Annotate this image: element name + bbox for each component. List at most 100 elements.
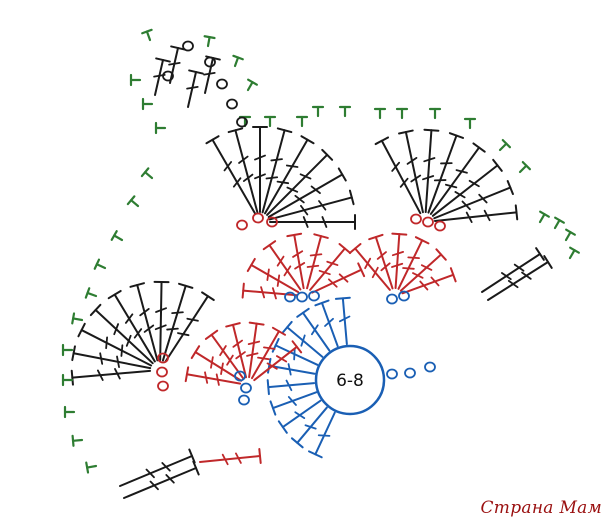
round-2-stitch [184, 366, 242, 386]
round-3-stitch [89, 303, 154, 365]
chain-stitch [238, 394, 250, 406]
chain-stitch [156, 366, 168, 378]
round-2-stitch [401, 267, 457, 295]
round-3-stitch [267, 167, 347, 218]
round-3-stitch [398, 129, 424, 214]
round-2-stitch [190, 345, 243, 382]
round-3-stitch [252, 126, 268, 213]
round-2-stitch [399, 248, 447, 292]
round-2-stitch [251, 326, 287, 380]
round-3-stitch [153, 280, 170, 362]
arm-stitch [119, 448, 196, 487]
chain-stitch [386, 293, 398, 305]
round-2-stitch [241, 282, 299, 300]
chain-stitch [216, 78, 228, 90]
round-1-stitch [269, 391, 318, 416]
chain-stitch [434, 220, 446, 232]
edge-stitch [246, 78, 258, 92]
edge-stitch [126, 195, 140, 208]
chain-stitch [157, 352, 169, 364]
chain-stitch [296, 291, 308, 303]
round-1-stitch [281, 320, 324, 358]
round-2-stitch [253, 340, 303, 382]
edge-stitch [71, 312, 84, 325]
round-3-stitch [431, 158, 503, 217]
round-1-stitch [277, 399, 322, 434]
round-3-stitch [433, 180, 514, 220]
round-2-stitch [309, 243, 352, 291]
edge-stitch [85, 461, 98, 474]
edge-stitch [463, 117, 477, 130]
edge-stitch [140, 167, 154, 180]
edge-stitch [203, 35, 216, 48]
edge-stitch [263, 115, 277, 128]
edge-stitch [428, 107, 442, 120]
chain-stitch [204, 56, 216, 68]
round-3-stitch [71, 345, 152, 370]
edge-stitch [84, 287, 98, 299]
round-3-stitches [70, 45, 553, 499]
chain-stitch [266, 216, 278, 228]
edge-stitch [538, 210, 550, 224]
chain-stitch [182, 40, 194, 52]
panel-stitch [168, 45, 186, 84]
round-1-stitches [266, 296, 351, 459]
round-2-stitch [348, 243, 391, 291]
edge-stitch [568, 246, 580, 260]
round-1-stitch [314, 299, 339, 348]
chain-stitch [236, 116, 248, 128]
round-3-stitch [427, 132, 465, 214]
chain-stitch [404, 367, 416, 379]
edge-stitch [395, 107, 409, 120]
chain-stitch [398, 290, 410, 302]
edge-stitch [154, 121, 167, 135]
round-3-stitch [205, 135, 256, 215]
edge-stitch [232, 54, 244, 68]
round-2-stitches [184, 232, 457, 466]
round-3-stitch [268, 189, 355, 221]
edge-stitch [498, 139, 511, 152]
panel-stitch [203, 55, 221, 94]
edge-stitch [338, 105, 352, 118]
edge-stitch [93, 258, 107, 270]
chain-stitch [252, 212, 264, 224]
round-2-stitch [262, 240, 302, 291]
edge-stitch [63, 405, 76, 419]
round-2-stitch [311, 262, 366, 294]
edge-stitch [110, 230, 124, 242]
chain-stitch [308, 290, 320, 302]
chain-loops [156, 40, 446, 406]
round-2-stitch [199, 448, 262, 466]
edge-stitch [518, 161, 531, 174]
round-3-stitch [161, 282, 194, 362]
arm-stitch [487, 255, 553, 301]
round-1-stitch [334, 296, 351, 346]
edge-stitch [564, 228, 576, 242]
round-2-stitch [397, 236, 430, 290]
chain-stitch [234, 370, 246, 382]
round-3-stitch [433, 204, 519, 224]
round-2-stitch [391, 232, 408, 290]
arm-stitch [123, 460, 200, 499]
edge-stitch [129, 73, 142, 87]
round-3-stitch [374, 136, 422, 215]
round-3-stitch [429, 142, 486, 215]
chain-stitch [284, 291, 296, 303]
round-3-stitch [77, 322, 153, 367]
edge-stitch [553, 216, 565, 230]
round-3-stitch [261, 127, 293, 214]
round-3-stitch [164, 291, 215, 363]
panel-stitch [186, 69, 204, 108]
edge-stitch [71, 434, 84, 447]
round-2-stitch [286, 232, 306, 290]
round-3-stitch [107, 289, 156, 363]
round-2-stitch [246, 257, 300, 293]
round-3-stitch [70, 368, 152, 386]
round-1-stitch [296, 307, 331, 352]
chain-stitch [157, 380, 169, 392]
edge-stitch [373, 107, 387, 120]
round-3-stitch [129, 282, 159, 362]
edge-stitch [141, 28, 153, 42]
round-1-stitch [267, 357, 316, 376]
